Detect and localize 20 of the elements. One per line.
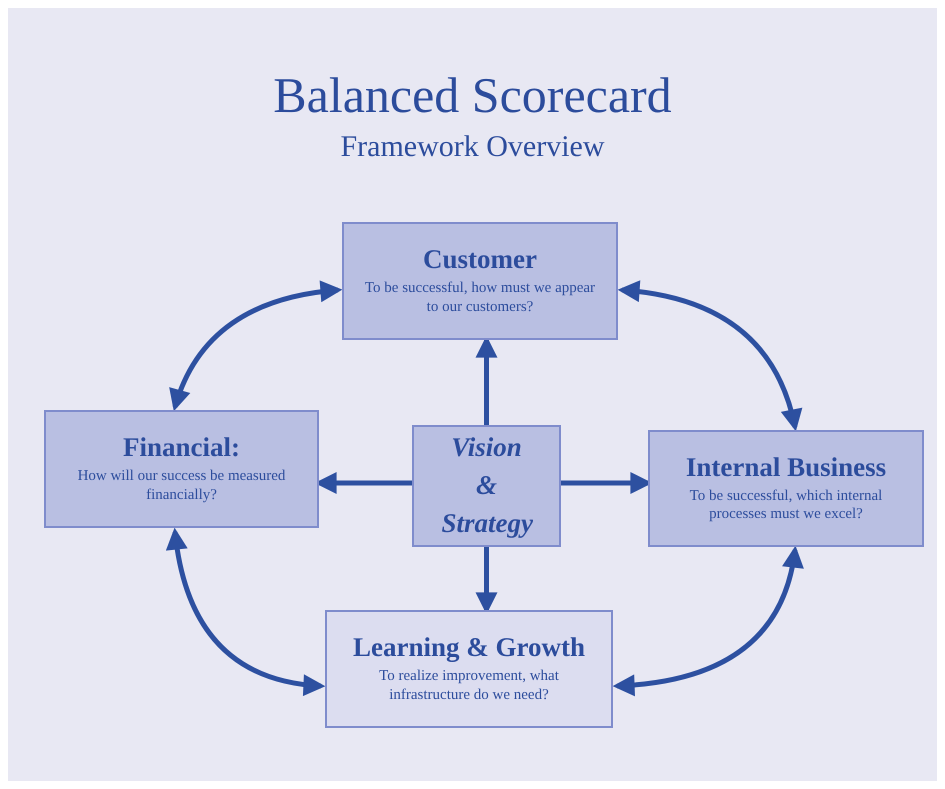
- question-text: To be successful, how must we appear to our customers?: [364, 279, 596, 317]
- question-text: How will our success be measured financially?: [76, 467, 286, 505]
- question-text: To be successful, which internal processes must we excel?: [688, 486, 884, 524]
- double-arrow: [166, 528, 326, 696]
- double-arrow: [170, 280, 342, 412]
- double-arrow: [618, 280, 802, 432]
- title: Balanced Scorecard: [272, 66, 673, 124]
- perspective-box: [325, 610, 613, 728]
- heading: Customer: [423, 245, 537, 276]
- heading: Financial:: [122, 433, 240, 464]
- double-arrow: [612, 546, 803, 696]
- center-box: [412, 425, 561, 547]
- perspective-box: [44, 410, 319, 528]
- perspective-box: [342, 222, 618, 340]
- heading: Learning & Growth: [352, 633, 585, 664]
- heading: Internal Business: [686, 452, 886, 483]
- question-text: To realize improvement, what infrastructure do we need?: [378, 667, 560, 705]
- subtitle: Framework Overview: [339, 130, 606, 164]
- heading: Vision & Strategy: [442, 431, 532, 540]
- perspective-box: [648, 430, 924, 547]
